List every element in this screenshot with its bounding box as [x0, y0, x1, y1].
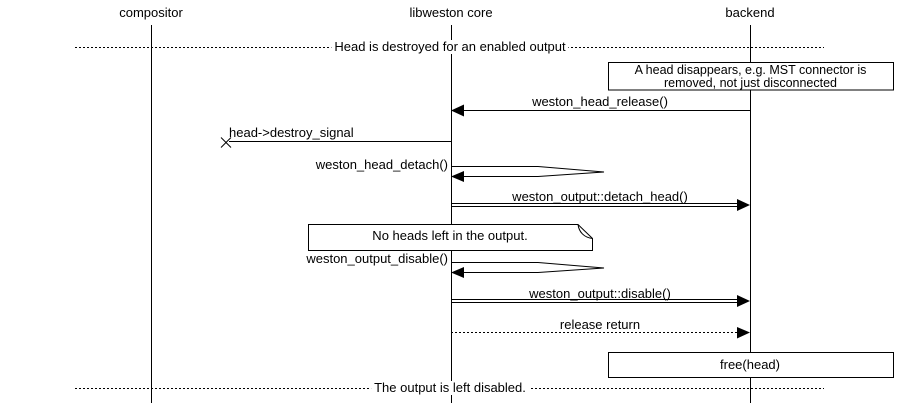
lifeline-label-libweston-core: libweston core	[409, 5, 493, 20]
note-fold-icon	[577, 224, 593, 239]
head-disappears-line2: removed, not just disconnected	[663, 76, 838, 90]
head-disappears-line1: A head disappears, e.g. MST connector is	[634, 63, 867, 77]
arrow-self-head-detach	[451, 166, 605, 182]
note-outline	[308, 224, 593, 251]
head-disappears-box	[608, 62, 894, 91]
self-arrow-hairpin	[451, 262, 605, 273]
arrow-detach-head	[451, 199, 750, 211]
free-head-label: free(head)	[720, 357, 780, 372]
arrowhead-left-icon	[451, 171, 464, 182]
message-label-head-release: weston_head_release()	[532, 94, 668, 109]
message-label-release-return: release return	[559, 317, 641, 332]
note-no-heads	[308, 224, 593, 251]
arrowhead-right-icon	[737, 199, 750, 211]
lifeline-label-backend: backend	[725, 5, 775, 20]
arrowhead-right-icon	[737, 327, 750, 339]
lost-message-x-icon	[220, 137, 232, 148]
divider-top-label: Head is destroyed for an enabled output	[331, 40, 569, 54]
arrow-destroy-signal	[220, 137, 451, 148]
arrowhead-left-icon	[451, 267, 464, 278]
message-label-detach-head: weston_output::detach_head()	[512, 189, 688, 204]
message-label-destroy-signal: head->destroy_signal	[229, 125, 354, 140]
arrow-self-output-disable	[451, 262, 605, 278]
lifeline-label-compositor: compositor	[119, 5, 183, 20]
message-label-output-disable: weston_output_disable()	[306, 251, 448, 266]
divider-bottom-label: The output is left disabled.	[371, 381, 529, 395]
free-head-box	[608, 352, 894, 378]
message-label-output-disable-method: weston_output::disable()	[529, 286, 671, 301]
arrowhead-right-icon	[737, 295, 750, 307]
arrow-release-return	[451, 327, 750, 339]
head-disappears-text: A head disappears, e.g. MST connector is…	[608, 64, 893, 90]
dividers	[75, 47, 824, 389]
self-arrow-hairpin	[451, 166, 605, 177]
message-label-head-detach: weston_head_detach()	[315, 157, 448, 172]
note-label: No heads left in the output.	[372, 228, 528, 243]
arrow-output-disable-method	[451, 295, 750, 307]
arrowhead-left-icon	[451, 104, 464, 117]
arrow-head-release	[451, 104, 750, 117]
